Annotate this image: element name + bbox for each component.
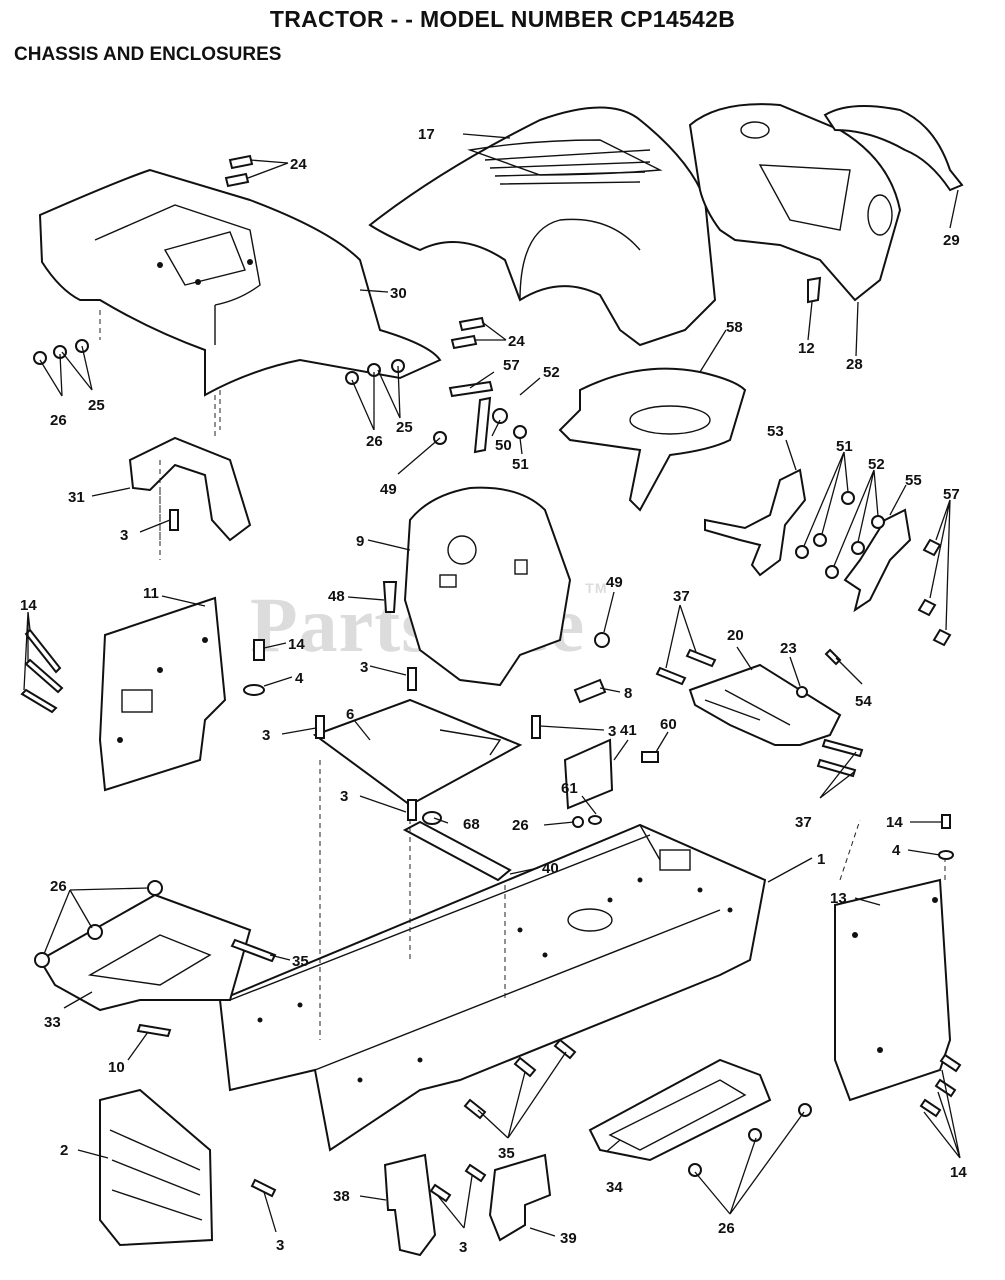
dash-panel-part	[403, 486, 572, 687]
callout-53: 53	[767, 423, 784, 440]
callout-14d: 14	[950, 1164, 967, 1181]
bar-40-part	[402, 820, 512, 882]
callout-1: 1	[817, 851, 825, 868]
callout-26e: 26	[718, 1220, 735, 1237]
callout-37b: 37	[795, 814, 812, 831]
callout-37a: 37	[673, 588, 690, 605]
rear-plate-part	[99, 1088, 214, 1247]
bracket-20-part	[688, 663, 842, 746]
callout-13: 13	[830, 890, 847, 907]
callout-3e: 3	[608, 723, 616, 740]
callout-24a: 24	[290, 156, 307, 173]
callout-12: 12	[798, 340, 815, 357]
callout-3d: 3	[340, 788, 348, 805]
callout-29: 29	[943, 232, 960, 249]
callout-52a: 52	[543, 364, 560, 381]
callout-3c: 3	[262, 727, 270, 744]
callout-3f: 3	[459, 1239, 467, 1256]
callout-4a: 4	[295, 670, 304, 687]
callout-25a: 25	[88, 397, 105, 414]
callout-14c: 14	[886, 814, 903, 831]
callout-49a: 49	[380, 481, 397, 498]
callout-48: 48	[328, 588, 345, 605]
callout-41: 41	[620, 722, 637, 739]
plate-41-part	[563, 738, 614, 810]
callout-57a: 57	[503, 357, 520, 374]
leader-lines	[23, 133, 961, 1237]
rear-support-part	[38, 893, 252, 1012]
callout-60: 60	[660, 716, 677, 733]
callout-30: 30	[390, 285, 407, 302]
bracket-38-part	[383, 1153, 437, 1257]
side-panel-11-part	[98, 596, 227, 792]
callout-35b: 35	[498, 1145, 515, 1162]
callout-4b: 4	[892, 842, 901, 859]
callout-2: 2	[60, 1142, 68, 1159]
callout-51b: 51	[836, 438, 853, 455]
callout-10: 10	[108, 1059, 125, 1076]
side-panel-13-part	[834, 878, 952, 1102]
footrest-part	[588, 1058, 772, 1162]
callout-9: 9	[356, 533, 364, 550]
hardware-parts	[20, 154, 962, 1203]
callout-34: 34	[606, 1179, 623, 1196]
callout-61: 61	[561, 780, 578, 797]
callout-25b: 25	[396, 419, 413, 436]
callout-8: 8	[624, 685, 632, 702]
shield-part	[558, 367, 747, 512]
callout-labels: 17 24 29 30 24 12 28 26 25 58 57 52 26 2…	[20, 126, 967, 1256]
callout-20: 20	[727, 627, 744, 644]
chassis-frame-part	[218, 823, 767, 1152]
mount-bracket-part	[128, 436, 252, 542]
callout-55: 55	[905, 472, 922, 489]
callout-23: 23	[780, 640, 797, 657]
callout-3g: 3	[276, 1237, 284, 1254]
callout-35a: 35	[292, 953, 309, 970]
bracket-55-part	[843, 508, 912, 613]
callout-6: 6	[346, 706, 354, 723]
callout-33: 33	[44, 1014, 61, 1031]
callout-14a: 14	[20, 597, 37, 614]
callout-51a: 51	[512, 456, 529, 473]
callout-39: 39	[560, 1230, 577, 1247]
assembly-lines	[99, 310, 946, 1040]
callout-3a: 3	[120, 527, 128, 544]
callout-31: 31	[68, 489, 85, 506]
callout-52b: 52	[868, 456, 885, 473]
bracket-39-part	[488, 1153, 552, 1242]
grille-part	[688, 103, 902, 304]
callout-26b: 26	[366, 433, 383, 450]
callout-26c: 26	[512, 817, 529, 834]
callout-14b: 14	[288, 636, 305, 653]
callout-24b: 24	[508, 333, 525, 350]
callout-3b: 3	[360, 659, 368, 676]
callout-38: 38	[333, 1188, 350, 1205]
callout-11: 11	[143, 585, 159, 602]
nose-cover-part	[823, 105, 964, 192]
floor-plate-part	[312, 698, 523, 807]
callout-50: 50	[495, 437, 512, 454]
callout-28: 28	[846, 356, 863, 373]
diagram-title: TRACTOR - - MODEL NUMBER CP14542B	[269, 6, 736, 32]
callout-26d: 26	[50, 878, 67, 895]
callout-58: 58	[726, 319, 743, 336]
bracket-53-part	[704, 468, 807, 577]
callout-17: 17	[418, 126, 435, 143]
callout-54: 54	[855, 693, 872, 710]
callout-49b: 49	[606, 574, 623, 591]
fender-part	[38, 168, 442, 397]
hood-part	[368, 106, 717, 347]
diagram-subtitle: CHASSIS AND ENCLOSURES	[14, 44, 282, 65]
callout-40: 40	[542, 860, 559, 877]
callout-26a: 26	[50, 412, 67, 429]
callout-57b: 57	[943, 486, 960, 503]
callout-68: 68	[463, 816, 480, 833]
